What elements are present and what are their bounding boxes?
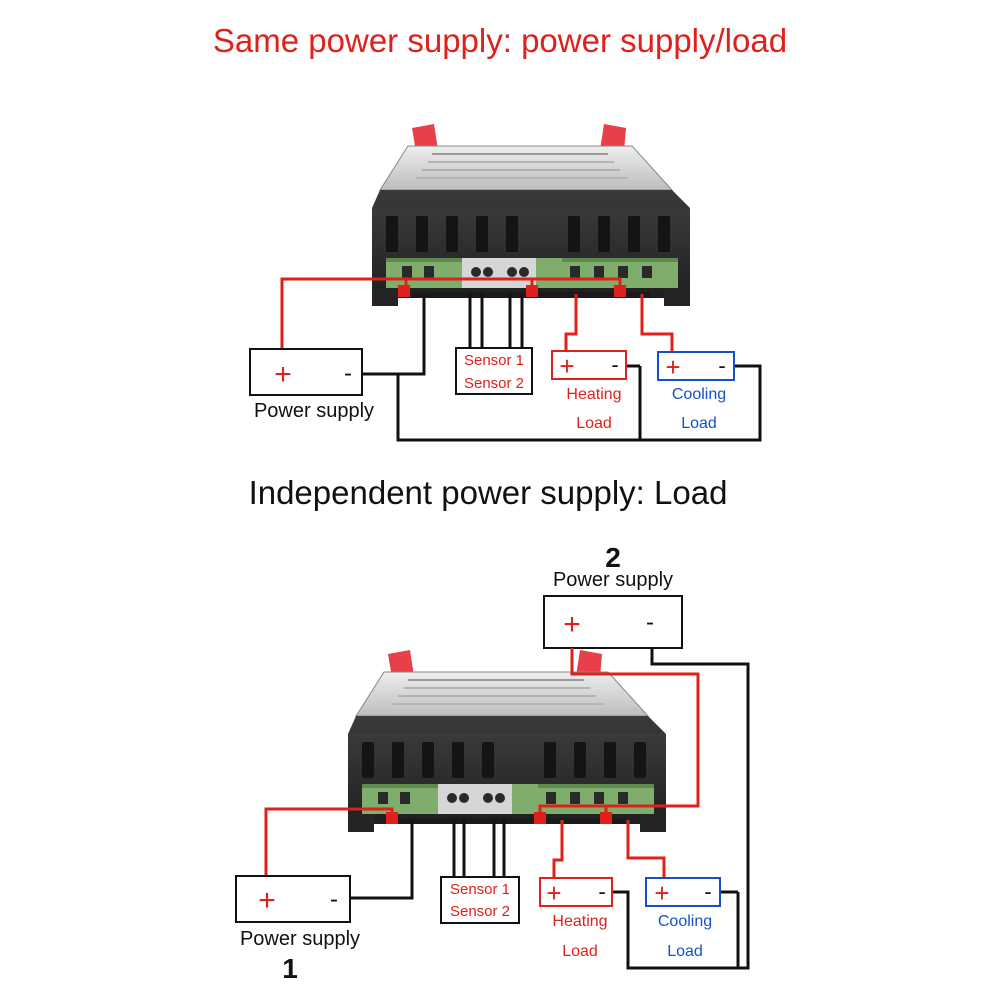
wiring-bottom — [264, 648, 750, 970]
cooling-top-plus: + — [665, 352, 680, 382]
power-supply-1-label: Power supply — [240, 928, 360, 950]
heating-top-minus: - — [611, 352, 618, 377]
power-supply-1: + - Power supply 1 — [235, 875, 360, 984]
cooling-top-minus: - — [718, 353, 725, 378]
power-supply-2-label: Power supply — [553, 569, 673, 591]
power-supply-1-minus: - — [330, 886, 338, 913]
power-supply-2-plus: + — [563, 608, 581, 641]
sensor-box-top: Sensor 1 Sensor 2 — [455, 347, 533, 395]
cooling-load-top: + - Cooling Load — [657, 351, 735, 432]
power-supply-1-plus: + — [258, 884, 276, 917]
power-supply-1-number: 1 — [282, 953, 298, 984]
sensor-1-label-bottom: Sensor 1 — [450, 881, 510, 898]
sensor-2-label-top: Sensor 2 — [464, 375, 524, 392]
power-supply-top-plus: + — [274, 358, 292, 391]
power-supply-2: 2 Power supply + - — [543, 542, 683, 649]
heating-bottom-name: Heating — [552, 913, 607, 930]
heating-load-top: + - Heating Load — [551, 350, 627, 432]
heating-bottom-sub: Load — [562, 943, 598, 960]
cooling-bottom-name: Cooling — [658, 913, 712, 930]
heating-bottom-plus: + — [546, 878, 561, 908]
heating-top-plus: + — [559, 351, 574, 381]
sensor-1-label-top: Sensor 1 — [464, 352, 524, 369]
power-supply-top-label: Power supply — [254, 400, 374, 422]
section-independent-title: Independent power supply: Load — [249, 474, 728, 511]
cooling-bottom-minus: - — [704, 879, 711, 904]
sensor-2-label-bottom: Sensor 2 — [450, 903, 510, 920]
power-supply-top: + - Power supply — [249, 348, 374, 422]
cooling-bottom-plus: + — [654, 878, 669, 908]
power-supply-2-number: 2 — [605, 542, 621, 573]
cooling-load-bottom: + - Cooling Load — [645, 877, 721, 960]
wiring-top — [280, 277, 762, 442]
cooling-top-name: Cooling — [672, 386, 726, 403]
power-supply-2-minus: - — [646, 609, 654, 636]
heating-bottom-minus: - — [598, 879, 605, 904]
heating-top-name: Heating — [566, 386, 621, 403]
sensor-box-bottom: Sensor 1 Sensor 2 — [440, 876, 520, 924]
power-supply-top-minus: - — [344, 360, 352, 387]
heating-load-bottom: + - Heating Load — [539, 877, 613, 960]
cooling-top-sub: Load — [681, 415, 717, 432]
cooling-bottom-sub: Load — [667, 943, 703, 960]
section-same-title: Same power supply: power supply/load — [213, 22, 787, 59]
heating-top-sub: Load — [576, 415, 612, 432]
